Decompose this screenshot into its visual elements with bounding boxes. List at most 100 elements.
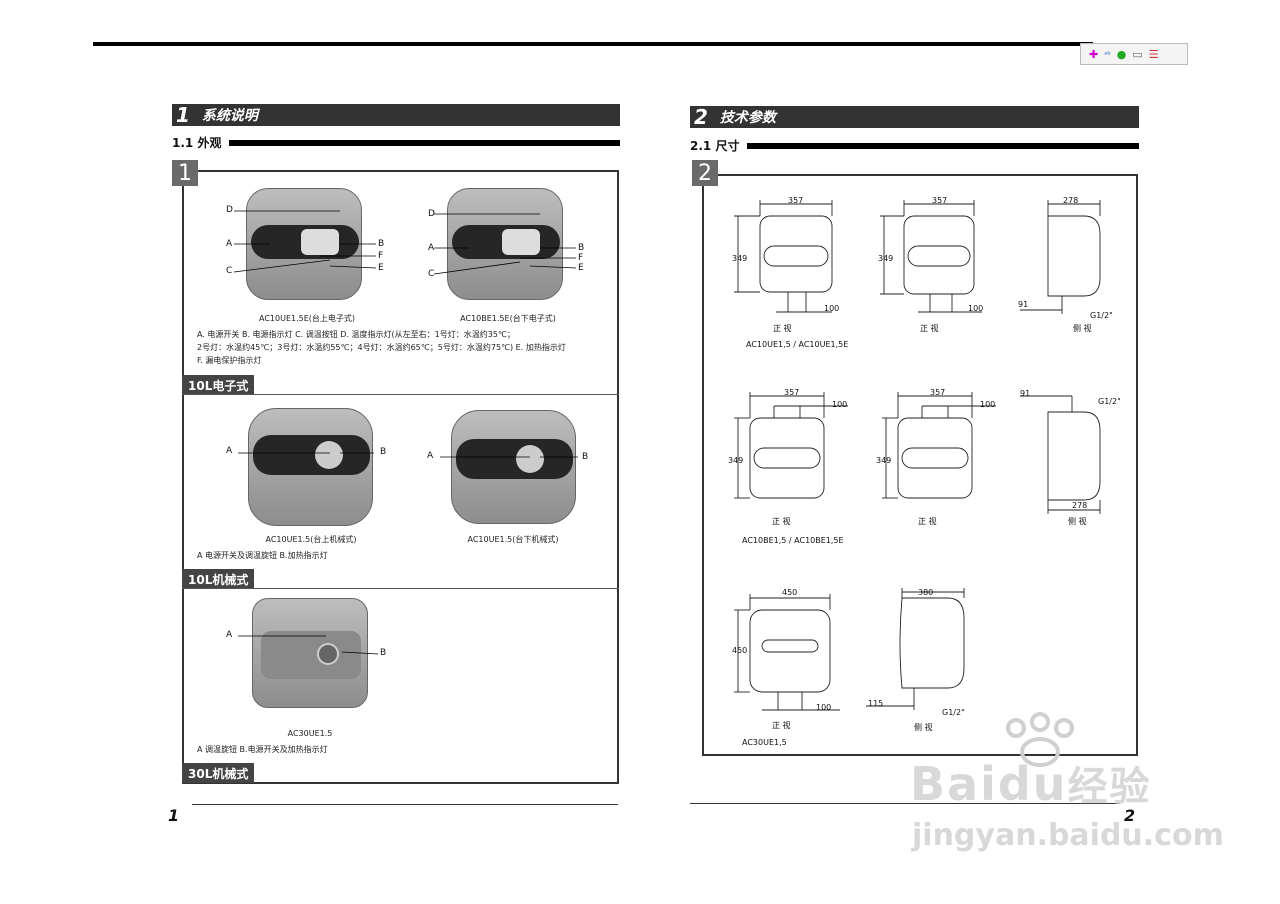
dim-offset: 100 xyxy=(832,400,848,409)
dim-width: 357 xyxy=(788,196,804,205)
subsection-number: 2.1 xyxy=(690,138,712,153)
dim-width: 357 xyxy=(932,196,948,205)
dim-height: 450 xyxy=(732,646,748,655)
view-label: 正 视 xyxy=(772,721,791,730)
label-e: E xyxy=(378,263,384,273)
subsection-number: 1.1 xyxy=(172,135,194,150)
label-f: F xyxy=(378,251,384,261)
dim-offset: 115 xyxy=(868,699,884,708)
dim-depth: 278 xyxy=(1063,196,1079,205)
paw-logo-icon xyxy=(1000,712,1080,768)
subsection-header-2: 2.1 尺寸 xyxy=(690,137,1139,154)
leader-lines-mech10 xyxy=(238,452,578,458)
label-b: B xyxy=(582,452,589,462)
dim-thread: G1/2" xyxy=(942,708,965,717)
dim-depth: 380 xyxy=(918,588,934,597)
leader-lines-mech30 xyxy=(238,635,379,655)
label-c: C xyxy=(226,266,233,276)
model-caption: AC30UE1.5 xyxy=(287,729,333,738)
dim-thread: G1/2" xyxy=(1090,311,1113,320)
dim-width: 357 xyxy=(784,388,800,397)
dim-height: 349 xyxy=(876,456,892,465)
footer-rule xyxy=(690,803,1120,804)
frame-tab: 2 xyxy=(692,160,718,186)
label-a: A xyxy=(428,243,435,253)
plugin-icon[interactable]: ✚ xyxy=(1089,47,1099,61)
dim-offset: 91 xyxy=(1018,300,1029,309)
view-label: 正 视 xyxy=(920,324,939,333)
note-line: A. 电源开关 B. 电源指示灯 C. 调温按钮 D. 温度指示灯(从左至右：1… xyxy=(197,330,515,339)
section-header-2: 2 技术参数 xyxy=(690,105,1139,129)
subsection-rule xyxy=(229,139,620,146)
section-title: 技术参数 xyxy=(719,110,776,126)
watermark-url: jingyan.baidu.com xyxy=(912,818,1224,853)
note-line: 2号灯：水温约45℃；3号灯：水温约55℃；4号灯：水温约65℃；5号灯：水温约… xyxy=(197,343,566,352)
model-caption: AC10BE1.5E(台下电子式) xyxy=(460,314,556,323)
leaf-icon[interactable]: ● xyxy=(1116,47,1127,61)
label-c: C xyxy=(428,269,435,279)
browser-toolbar[interactable]: ✚ ᵃᵇ ● ▭ ☰ xyxy=(1080,43,1188,65)
model-caption: AC10UE1.5E(台上电子式) xyxy=(258,314,356,323)
heater-image-ac10ue-under xyxy=(451,410,576,524)
view-label: 侧 视 xyxy=(914,723,933,732)
dimensions-frame xyxy=(702,174,1138,756)
section-divider xyxy=(182,394,619,395)
appearance-frame xyxy=(182,170,619,784)
subsection-rule xyxy=(747,142,1139,149)
label-e: E xyxy=(578,263,584,273)
label-a: A xyxy=(226,630,233,640)
dim-offset: 100 xyxy=(816,703,832,712)
model-caption: AC10UE1.5(台上机械式) xyxy=(265,535,357,544)
model-caption: AC10BE1,5 / AC10BE1,5E xyxy=(742,536,844,545)
dim-thread: G1/2" xyxy=(1098,397,1121,406)
label-d: D xyxy=(226,205,233,215)
dim-offset: 91 xyxy=(1020,389,1031,398)
subsection-title: 外观 xyxy=(197,136,222,150)
heater-image-ac10be-e xyxy=(447,188,563,300)
label-d: D xyxy=(428,209,435,219)
translate-icon[interactable]: ᵃᵇ xyxy=(1104,49,1111,59)
keyboard-icon[interactable]: ▭ xyxy=(1132,47,1143,61)
note-line: F. 漏电保护指示灯 xyxy=(197,356,262,365)
heater-image-ac30ue xyxy=(252,598,368,708)
dim-height: 349 xyxy=(878,254,894,263)
watermark-logo: Baidu经验 xyxy=(910,757,1152,811)
label-a: A xyxy=(226,239,233,249)
dim-offset: 100 xyxy=(980,400,996,409)
dim-depth: 278 xyxy=(1072,501,1088,510)
label-f: F xyxy=(578,253,584,263)
page-number: 2 xyxy=(1124,806,1136,825)
label-b: B xyxy=(378,239,385,249)
section-header-1: 1 系统说明 xyxy=(172,103,620,127)
label-a: A xyxy=(427,451,434,461)
leader-lines-electronic xyxy=(233,210,577,275)
model-caption: AC30UE1,5 xyxy=(742,738,787,747)
label-b: B xyxy=(578,243,585,253)
mech30-notes: A 调温旋钮 B.电源开关及加热指示灯 xyxy=(197,745,328,754)
menu-icon[interactable]: ☰ xyxy=(1148,47,1159,61)
dim-height: 349 xyxy=(728,456,744,465)
view-label: 侧 视 xyxy=(1073,324,1092,333)
section-label-10l-mechanical: 10L机械式 xyxy=(182,569,255,589)
subsection-header-1: 1.1 外观 xyxy=(172,134,620,151)
electronic-notes: A. 电源开关 B. 电源指示灯 C. 调温按钮 D. 温度指示灯(从左至右：1… xyxy=(197,328,617,367)
section-label-10l-electronic: 10L电子式 xyxy=(182,375,255,395)
model-caption: AC10UE1.5(台下机械式) xyxy=(467,535,559,544)
dim-offset: 100 xyxy=(968,304,984,313)
dim-width: 357 xyxy=(930,388,946,397)
top-rule xyxy=(93,42,1093,46)
view-label: 正 视 xyxy=(918,517,937,526)
view-label: 正 视 xyxy=(772,517,791,526)
section-title: 系统说明 xyxy=(201,108,258,124)
subsection-title: 尺寸 xyxy=(715,139,740,153)
page-number: 1 xyxy=(168,806,180,825)
view-label: 正 视 xyxy=(773,324,792,333)
dim-height: 349 xyxy=(732,254,748,263)
footer-rule xyxy=(192,804,618,805)
model-caption: AC10UE1,5 / AC10UE1,5E xyxy=(746,340,849,349)
label-b: B xyxy=(380,648,387,658)
section-label-30l-mechanical: 30L机械式 xyxy=(182,763,255,783)
mech10-notes: A 电源开关及调温旋钮 B.加热指示灯 xyxy=(197,551,328,560)
dim-offset: 100 xyxy=(824,304,840,313)
section-number: 2 xyxy=(694,105,708,129)
